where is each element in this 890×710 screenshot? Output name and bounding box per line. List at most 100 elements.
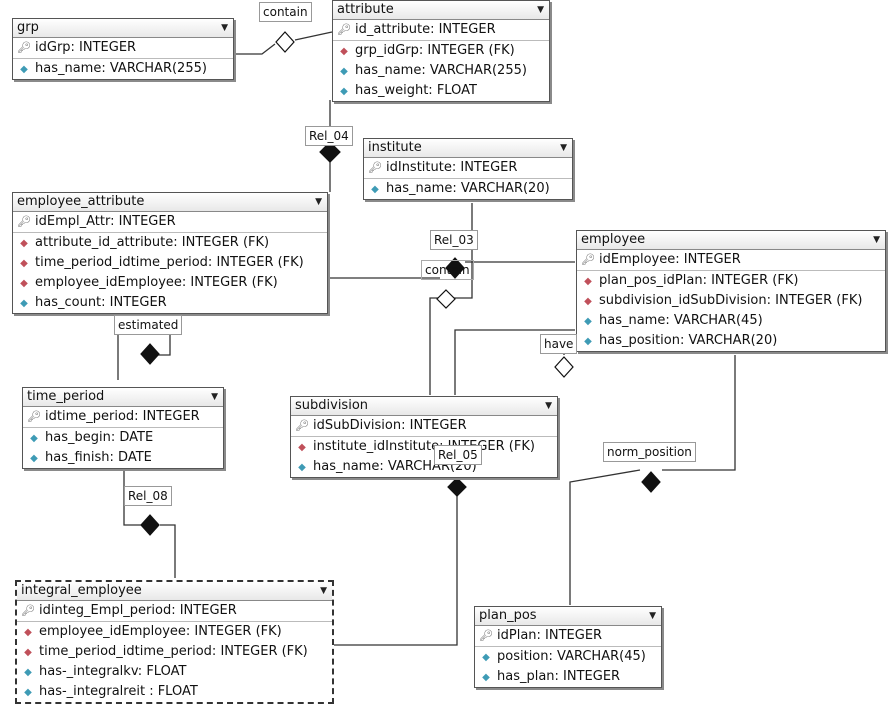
- attribute-icon: ◆: [371, 184, 379, 195]
- column-row: ◆ has_name: VARCHAR(255): [333, 61, 549, 81]
- entity-attribute[interactable]: attribute▼ 🔑︎id_attribute: INTEGER ◆grp_…: [332, 0, 550, 102]
- column-text: has_position: VARCHAR(20): [599, 333, 778, 348]
- column-row: 🔑︎idtime_period: INTEGER: [23, 407, 223, 427]
- relationship-markers: [140, 31, 661, 536]
- entity-header[interactable]: attribute ▼: [333, 1, 549, 20]
- column-row: ◆has_name: VARCHAR(20): [364, 178, 572, 199]
- column-text: idPlan: INTEGER: [497, 628, 603, 643]
- column-text: has_finish: DATE: [45, 450, 152, 465]
- column-text: subdivision_idSubDivision: INTEGER (FK): [599, 293, 863, 308]
- column-row: ◆ subdivision_idSubDivision: INTEGER (FK): [577, 291, 885, 311]
- column-text: idEmployee: INTEGER: [599, 252, 741, 267]
- entity-header[interactable]: time_period ▼: [23, 388, 223, 407]
- attribute-icon: ◆: [584, 336, 592, 347]
- entity-title: time_period: [27, 389, 105, 404]
- relationship-label-contain-institute[interactable]: contain: [421, 260, 474, 280]
- foreign-key-icon: ◆: [584, 276, 592, 287]
- key-icon: 🔑︎: [21, 604, 35, 617]
- diamond-estimated: [140, 343, 160, 365]
- column-text: idInstitute: INTEGER: [386, 160, 518, 175]
- entity-header[interactable]: subdivision▼: [291, 397, 557, 416]
- column-text: position: VARCHAR(45): [497, 649, 646, 664]
- relationship-label-have[interactable]: have: [540, 334, 578, 354]
- relationship-label-contain-grp[interactable]: contain: [259, 2, 312, 22]
- entity-header[interactable]: integral_employee ▼: [17, 582, 332, 601]
- column-row: ◆employee_idEmployee: INTEGER (FK): [17, 621, 332, 642]
- line-institute-subdivision: [429, 203, 473, 395]
- column-row: 🔑︎idEmployee: INTEGER: [577, 250, 885, 270]
- line-grp-attribute: [232, 31, 333, 55]
- column-row: 🔑︎idEmpl_Attr: INTEGER: [13, 212, 327, 232]
- chevron-down-icon[interactable]: ▼: [560, 143, 567, 153]
- entity-header[interactable]: employee ▼: [577, 231, 885, 250]
- entity-title: employee: [581, 232, 646, 247]
- relationship-label-rel03[interactable]: Rel_03: [430, 230, 478, 250]
- entity-title: integral_employee: [21, 583, 142, 598]
- chevron-down-icon[interactable]: ▼: [315, 197, 322, 207]
- entity-institute[interactable]: institute▼ 🔑︎idInstitute: INTEGER ◆has_n…: [363, 138, 573, 200]
- attribute-icon: ◆: [482, 672, 490, 683]
- relationship-label-norm-position[interactable]: norm_position: [603, 442, 696, 462]
- relationship-label-rel05[interactable]: Rel_05: [434, 445, 482, 465]
- entity-title: grp: [17, 20, 39, 35]
- attribute-icon: ◆: [340, 66, 348, 77]
- chevron-down-icon[interactable]: ▼: [221, 23, 228, 33]
- column-text: time_period_idtime_period: INTEGER (FK): [39, 644, 308, 659]
- entity-employee-attribute[interactable]: employee_attribute▼ 🔑︎idEmpl_Attr: INTEG…: [12, 192, 328, 314]
- foreign-key-icon: ◆: [584, 296, 592, 307]
- entity-header[interactable]: institute▼: [364, 139, 572, 158]
- chevron-down-icon[interactable]: ▼: [320, 586, 327, 596]
- column-row: ◆has_name: VARCHAR(20): [291, 457, 557, 477]
- chevron-down-icon[interactable]: ▼: [649, 611, 656, 621]
- chevron-down-icon[interactable]: ▼: [211, 392, 218, 402]
- chevron-down-icon[interactable]: ▼: [537, 5, 544, 15]
- attribute-icon: ◆: [30, 453, 38, 464]
- attribute-icon: ◆: [30, 433, 38, 444]
- entity-title: plan_pos: [479, 608, 537, 623]
- column-text: has_plan: INTEGER: [497, 669, 621, 684]
- key-icon: 🔑︎: [479, 629, 493, 642]
- diamond-contain-grp: [275, 31, 295, 53]
- relationship-label-estimated[interactable]: estimated: [114, 315, 183, 335]
- chevron-down-icon[interactable]: ▼: [873, 235, 880, 245]
- entity-header[interactable]: grp ▼: [13, 19, 233, 38]
- column-row: ◆institute_idInstitute: INTEGER (FK): [291, 436, 557, 457]
- relationship-label-rel04[interactable]: Rel_04: [305, 126, 353, 146]
- diamond-norm-position: [641, 471, 661, 493]
- column-text: employee_idEmployee: INTEGER (FK): [39, 624, 282, 639]
- column-row: 🔑︎ idPlan: INTEGER: [475, 626, 661, 646]
- column-row: ◆employee_idEmployee: INTEGER (FK): [13, 273, 327, 293]
- entity-title: attribute: [337, 2, 394, 17]
- diamond-contain-institute: [436, 289, 456, 309]
- chevron-down-icon[interactable]: ▼: [545, 401, 552, 411]
- diamond-rel03: [445, 257, 465, 279]
- column-row: ◆has-_integralkv: FLOAT: [17, 662, 332, 682]
- column-row: ◆has_name: VARCHAR(255): [13, 58, 233, 79]
- column-row: ◆position: VARCHAR(45): [475, 646, 661, 667]
- column-row: ◆time_period_idtime_period: INTEGER (FK): [17, 642, 332, 662]
- column-row: ◆time_period_idtime_period: INTEGER (FK): [13, 253, 327, 273]
- column-row: ◆plan_pos_idPlan: INTEGER (FK): [577, 270, 885, 291]
- entity-employee[interactable]: employee ▼ 🔑︎idEmployee: INTEGER ◆plan_po…: [576, 230, 886, 352]
- entity-grp[interactable]: grp▼ 🔑︎idGrp: INTEGER ◆has_name: VARCHAR…: [12, 18, 234, 80]
- entity-header[interactable]: plan_pos ▼: [475, 607, 661, 626]
- entity-subdivision[interactable]: subdivision▼ 🔑︎idSubDivision: INTEGER ◆i…: [290, 396, 558, 478]
- column-row: ◆attribute_id_attribute: INTEGER (FK): [13, 232, 327, 253]
- foreign-key-icon: ◆: [20, 258, 28, 269]
- line-employee-planpos: [569, 355, 736, 605]
- key-icon: 🔑︎: [295, 419, 309, 432]
- entity-plan-pos[interactable]: plan_pos▼ 🔑︎idPlan: INTEGER ◆position: V…: [474, 606, 662, 688]
- entity-time-period[interactable]: time_period▼ 🔑︎idtime_period: INTEGER ◆h…: [22, 387, 224, 469]
- foreign-key-icon: ◆: [340, 46, 348, 57]
- entity-integral-employee[interactable]: integral_employee ▼ 🔑︎ idinteg_Empl_period…: [15, 580, 334, 704]
- column-row: 🔑︎idInstitute: INTEGER: [364, 158, 572, 178]
- column-row: ◆has_begin: DATE: [23, 427, 223, 448]
- foreign-key-icon: ◆: [20, 238, 28, 249]
- relationship-label-rel08[interactable]: Rel_08: [124, 486, 172, 506]
- key-icon: 🔑︎: [17, 215, 31, 228]
- column-row: ◆ has_position: VARCHAR(20): [577, 331, 885, 351]
- entity-header[interactable]: employee_attribute▼: [13, 193, 327, 212]
- attribute-icon: ◆: [24, 667, 32, 678]
- column-text: has_name: VARCHAR(255): [355, 63, 527, 78]
- column-text: idinteg_Empl_period: INTEGER: [39, 603, 237, 618]
